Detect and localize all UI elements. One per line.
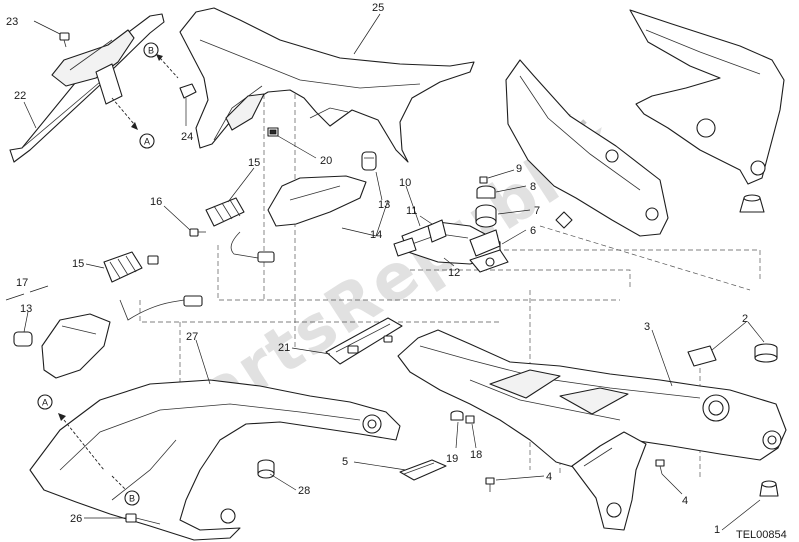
callout-19: 19 <box>446 453 458 465</box>
callout-17: 17 <box>16 277 28 289</box>
rubber-grommet-15-right <box>205 197 245 227</box>
bracket-6 <box>469 249 509 273</box>
callout-25: 25 <box>372 2 384 14</box>
rear-mudguard-27 <box>29 379 401 541</box>
reference-a-bottom-left: A <box>37 394 105 471</box>
screw-4-left <box>485 477 495 492</box>
wire-harness-left <box>119 295 203 321</box>
callout-11: 11 <box>406 205 417 217</box>
screw-23 <box>33 20 70 48</box>
tail-fairing-25 <box>179 7 475 163</box>
screw-right-panel <box>555 211 573 229</box>
callout-26: 26 <box>70 513 82 525</box>
svg-text:A: A <box>144 137 150 147</box>
rubber-grommet-15-left <box>103 251 143 283</box>
rubber-grommet-right-panel <box>739 194 765 213</box>
callout-21: 21 <box>278 342 290 354</box>
reference-b-top-left: B <box>143 42 179 79</box>
callout-14: 14 <box>370 229 382 241</box>
callout-20: 20 <box>320 155 332 167</box>
callout-9: 9 <box>516 163 522 175</box>
spacer-8 <box>476 185 496 199</box>
callout-22: 22 <box>14 90 26 102</box>
callout-13-left: 13 <box>20 303 32 315</box>
lens-dashes-left <box>5 285 49 301</box>
license-bracket-12 <box>401 221 501 265</box>
svg-text:A: A <box>42 398 48 408</box>
callout-7: 7 <box>534 205 540 217</box>
callout-5: 5 <box>342 456 348 468</box>
screw-16 <box>189 228 206 237</box>
callout-2: 2 <box>742 313 748 325</box>
bulb-13-right <box>361 151 377 171</box>
bulb-13-left <box>13 331 33 347</box>
callout-23: 23 <box>6 16 18 28</box>
callouts: 1 2 3 4 4 5 6 7 8 9 10 11 12 <box>6 2 765 536</box>
side-panel-right-inner <box>505 59 669 237</box>
reference-b-bottom-left: B <box>111 475 140 506</box>
callout-6: 6 <box>530 225 536 237</box>
side-panel-right-outer <box>629 9 785 185</box>
cable-clamp-10 <box>393 185 421 257</box>
turn-signal-17 <box>41 313 111 379</box>
callout-18: 18 <box>470 449 482 461</box>
screw-18 <box>465 415 475 424</box>
reflector-5 <box>399 459 447 481</box>
spacer-28 <box>257 459 275 479</box>
rubber-bush-2-a <box>687 345 717 367</box>
callout-27: 27 <box>186 331 198 343</box>
callout-12: 12 <box>448 267 460 279</box>
license-plate-light-21 <box>325 317 403 365</box>
license-plate-bracket-22 <box>9 13 165 163</box>
rubber-plug-24 <box>179 83 197 126</box>
rubber-mount-7 <box>475 204 497 228</box>
callout-4-right: 4 <box>682 495 688 507</box>
support-arm-right <box>571 431 647 531</box>
clip-20 <box>267 127 317 159</box>
drawing-code: TEL00854 <box>736 529 787 541</box>
callout-16: 16 <box>150 196 162 208</box>
svg-text:B: B <box>148 46 154 56</box>
callout-15-left: 15 <box>72 258 84 270</box>
callout-28: 28 <box>298 485 310 497</box>
license-plate-holder-3 <box>397 329 787 471</box>
screw-4-right <box>655 459 665 475</box>
rubber-bush-2-b <box>754 343 778 363</box>
callout-8: 8 <box>530 181 536 193</box>
callout-10: 10 <box>399 177 411 189</box>
turn-signal-14 <box>230 175 389 263</box>
spacer-19 <box>450 410 464 421</box>
callout-15-right: 15 <box>248 157 260 169</box>
callout-1: 1 <box>714 524 720 536</box>
reference-a-top-left: A <box>111 97 155 149</box>
grommet-1 <box>759 480 779 497</box>
screw-9 <box>479 176 488 184</box>
callout-3: 3 <box>644 321 650 333</box>
screw-16-left <box>147 255 159 265</box>
callout-13-right: 13 <box>378 199 390 211</box>
connector-11 <box>427 219 447 243</box>
svg-text:B: B <box>129 494 135 504</box>
callout-4-left: 4 <box>546 471 552 483</box>
callout-24: 24 <box>181 131 193 143</box>
